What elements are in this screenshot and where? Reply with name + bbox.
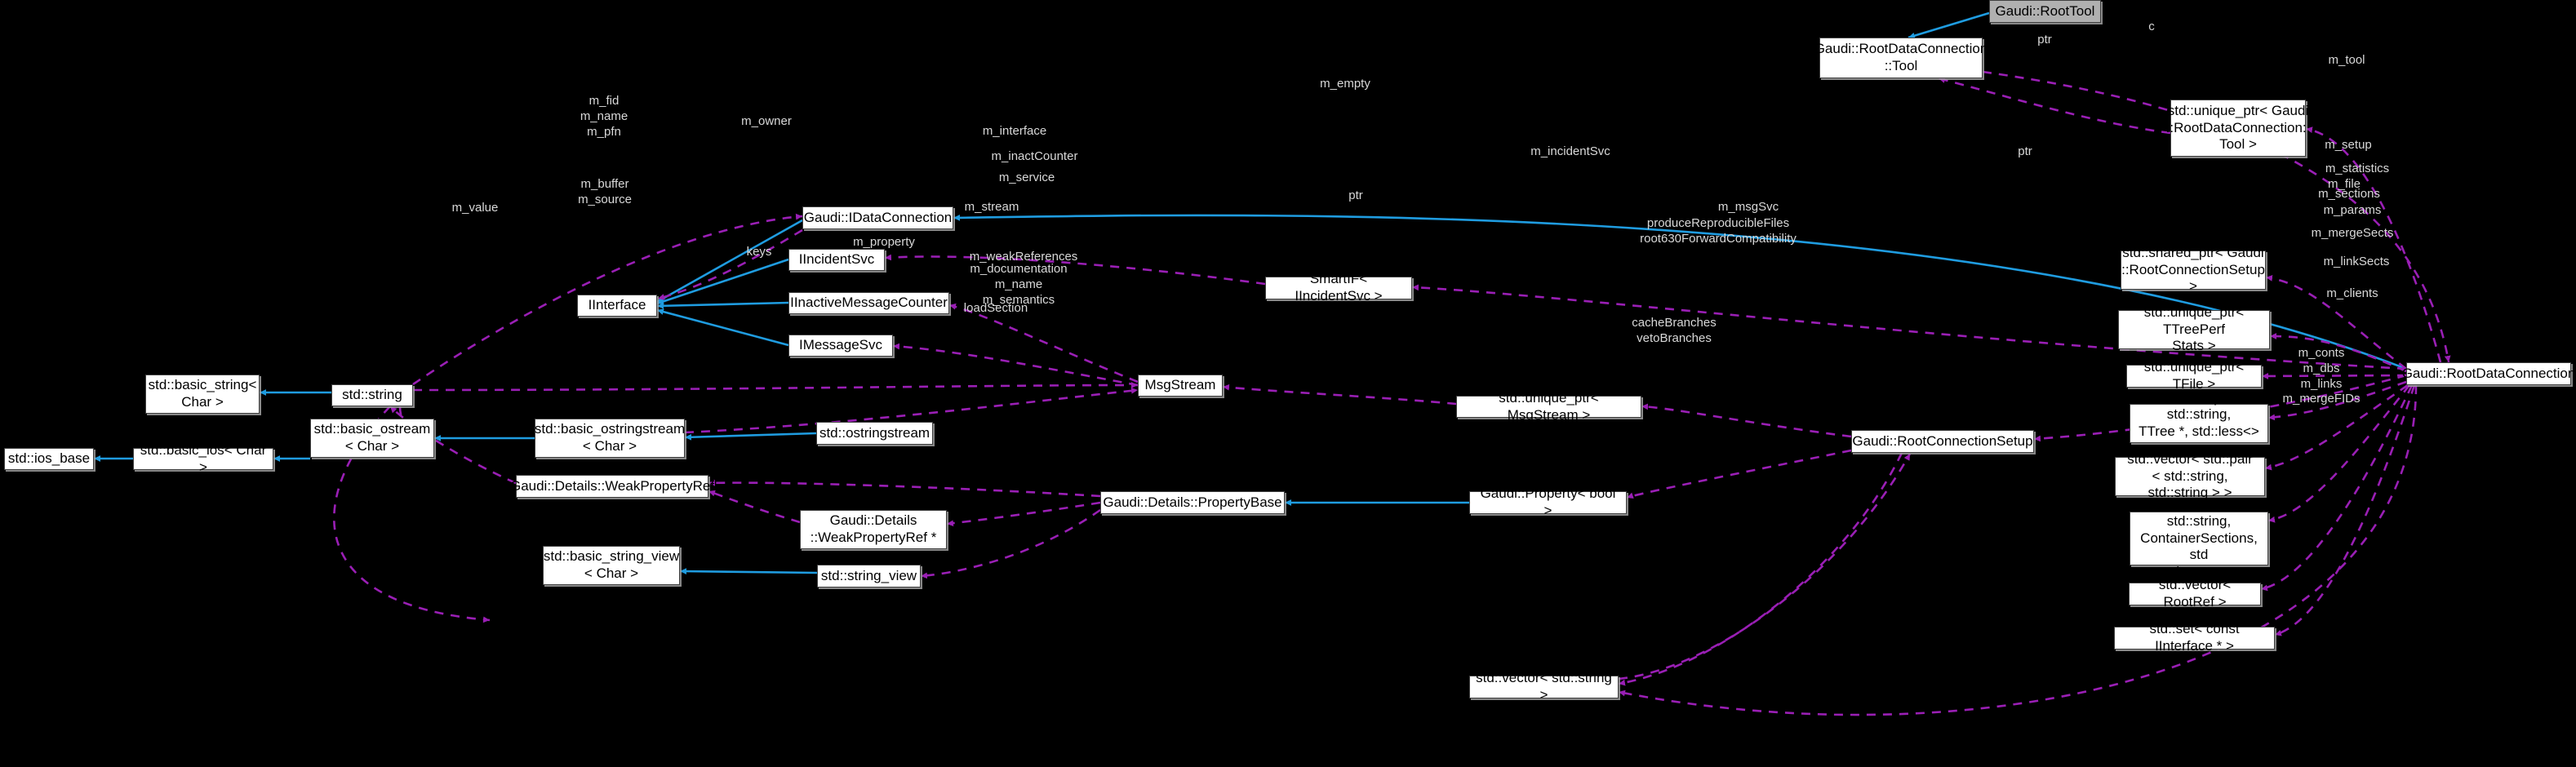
edge-propertybase-to-weakpropertyref — [708, 479, 1101, 498]
class-node-rootconnectionsetup[interactable]: Gaudi::RootConnectionSetup — [1851, 430, 2034, 453]
edge-root_tool-to-rdc_tool — [1908, 11, 1990, 39]
edge-msgstream-to-iinactivemsgcounter — [948, 303, 1139, 384]
edge-rootconnectionsetup-to-uptr_msgstream — [1641, 403, 1852, 438]
edge-basic_ostringstream-to-msgstream — [684, 387, 1139, 434]
class-node-rdc_tool[interactable]: Gaudi::RootDataConnection ::Tool — [1814, 38, 1988, 78]
class-node-imessagesvc[interactable]: IMessageSvc — [788, 335, 893, 357]
class-node-map_containersections[interactable]: std::map< std::string, ContainerSections… — [2130, 496, 2268, 579]
edge-std_string-to-idataconnection — [412, 213, 803, 386]
class-node-uptr_tfile[interactable]: std::unique_ptr< TFile > — [2126, 359, 2262, 392]
edge-std_string-to-msgstream — [412, 382, 1139, 392]
edge-rdc_tool-to-rootdataconnection — [1982, 70, 2451, 363]
edge-rootdataconnection-to-map_string_ttree — [2267, 380, 2407, 421]
edge-std_string-to-basic_string_view — [333, 406, 491, 623]
edge-idataconnection-to-iinterface — [656, 219, 803, 304]
edge-basic_string_view-to-string_view — [679, 568, 818, 574]
edge-rootdataconnection-to-uptr_tfile — [2261, 373, 2407, 379]
edge-std_string-to-basic_ostream_char — [398, 406, 410, 433]
edge-rootdataconnection-to-vec_rootref — [2260, 384, 2414, 592]
edge-rootdataconnection-to-idataconnection — [953, 214, 2407, 370]
edge-rootdataconnection-to-vec_string — [1618, 384, 2418, 716]
class-node-map_string_ttree[interactable]: std::map< std::string, TTree *, std::les… — [2130, 390, 2268, 456]
edge-rootdataconnection-to-sptr_setup — [2265, 275, 2407, 370]
edge-rootconnectionsetup-to-property_bool — [1626, 449, 1852, 499]
class-node-uptr_msgstream[interactable]: std::unique_ptr< MsgStream > — [1456, 390, 1641, 423]
class-node-vec_string[interactable]: std::vector< std::string > — [1469, 670, 1619, 703]
class-node-idataconnection[interactable]: Gaudi::IDataConnection — [802, 206, 953, 229]
class-node-root_tool[interactable]: Gaudi::RootTool — [1989, 0, 2101, 23]
class-node-iinterface[interactable]: IInterface — [577, 295, 657, 317]
edge-propertybase-to-set_weakpropertyref — [946, 501, 1101, 527]
class-node-set_iinterface[interactable]: std::set< const IInterface * > — [2114, 621, 2275, 654]
class-node-vec_pair_string[interactable]: std::vector< std::pair < std::string, st… — [2115, 451, 2265, 500]
edge-uptr_msgstream-to-msgstream — [1222, 384, 1457, 406]
class-node-basic_string_view[interactable]: std::basic_string_view < Char > — [543, 546, 680, 585]
class-node-msgstream[interactable]: MsgStream — [1138, 375, 1223, 397]
edge-iinactivemsgcounter-to-iinterface — [656, 301, 789, 309]
class-node-basic_ostream_char[interactable]: std::basic_ostream < Char > — [310, 419, 434, 458]
edge-weakpropertyref-to-std_string — [389, 406, 517, 485]
class-node-ostringstream[interactable]: std::ostringstream — [816, 422, 933, 445]
class-node-std_string[interactable]: std::string — [331, 384, 413, 406]
class-node-smartif_iincidentsvc[interactable]: SmartIF< IIncidentSvc > — [1265, 271, 1412, 304]
class-node-iincidentsvc[interactable]: IIncidentSvc — [788, 249, 885, 271]
class-node-basic_ostringstream[interactable]: std::basic_ostringstream < Char > — [535, 419, 685, 458]
class-node-sptr_setup[interactable]: std::shared_ptr< Gaudi ::RootConnectionS… — [2121, 244, 2266, 295]
class-node-iinactivemsgcounter[interactable]: IInactiveMessageCounter — [788, 292, 949, 314]
edge-rootdataconnection-to-smartif_iincidentsvc — [1411, 284, 2407, 370]
class-node-basic_string_char[interactable]: std::basic_string< Char > — [145, 375, 260, 414]
class-node-propertybase[interactable]: Gaudi::Details::PropertyBase — [1100, 491, 1285, 514]
edge-set_weakpropertyref-to-weakpropertyref — [708, 490, 801, 524]
class-node-uptr_rdc_tool[interactable]: std::unique_ptr< Gaudi ::RootDataConnect… — [2166, 100, 2310, 157]
edge-propertybase-to-string_view — [920, 508, 1101, 579]
class-node-rootdataconnection[interactable]: Gaudi::RootDataConnection — [2402, 362, 2575, 385]
edge-rootdataconnection-to-uptr_rdc_tool — [2305, 126, 2442, 363]
class-node-set_weakpropertyref[interactable]: std::set< Gaudi::Details ::WeakPropertyR… — [800, 496, 947, 562]
edge-smartif_iincidentsvc-to-iincidentsvc — [884, 254, 1266, 286]
class-node-string_view[interactable]: std::string_view — [817, 565, 921, 587]
class-node-vec_rootref[interactable]: std::vector< RootRef > — [2129, 577, 2261, 610]
edge-iincidentsvc-to-iinterface — [656, 258, 789, 305]
edge-uptr_rdc_tool-to-rdc_tool — [1938, 77, 2171, 135]
edge-vec_string-to-rootconnectionsetup — [1618, 453, 1912, 681]
edge-rootdataconnection-to-set_iinterface — [2274, 384, 2416, 636]
edge-rootdataconnection-to-uptr_ttreeperfstats — [2269, 333, 2407, 373]
edge-idataconnection-to-iinterface — [657, 228, 803, 300]
edge-msgstream-to-imessagesvc — [892, 343, 1139, 387]
class-node-property_bool[interactable]: Gaudi::Property< bool > — [1469, 485, 1627, 518]
class-node-ios_base[interactable]: std::ios_base — [4, 448, 94, 470]
edge-rootconnectionsetup-to-vec_string — [1618, 452, 1903, 686]
edge-basic_ostringstream-to-ostringstream — [684, 432, 817, 441]
edge-imessagesvc-to-iinterface — [656, 308, 789, 347]
edge-rootdataconnection-to-vec_pair_string — [2264, 384, 2409, 471]
class-node-basic_ios_char[interactable]: std::basic_ios< Char > — [133, 442, 273, 475]
edge-rootdataconnection-to-map_containersections — [2267, 384, 2411, 523]
class-node-uptr_ttreeperfstats[interactable]: std::unique_ptr< TTreePerf Stats > — [2118, 304, 2270, 353]
class-node-weakpropertyref[interactable]: Gaudi::Details::WeakPropertyRef — [510, 475, 714, 498]
